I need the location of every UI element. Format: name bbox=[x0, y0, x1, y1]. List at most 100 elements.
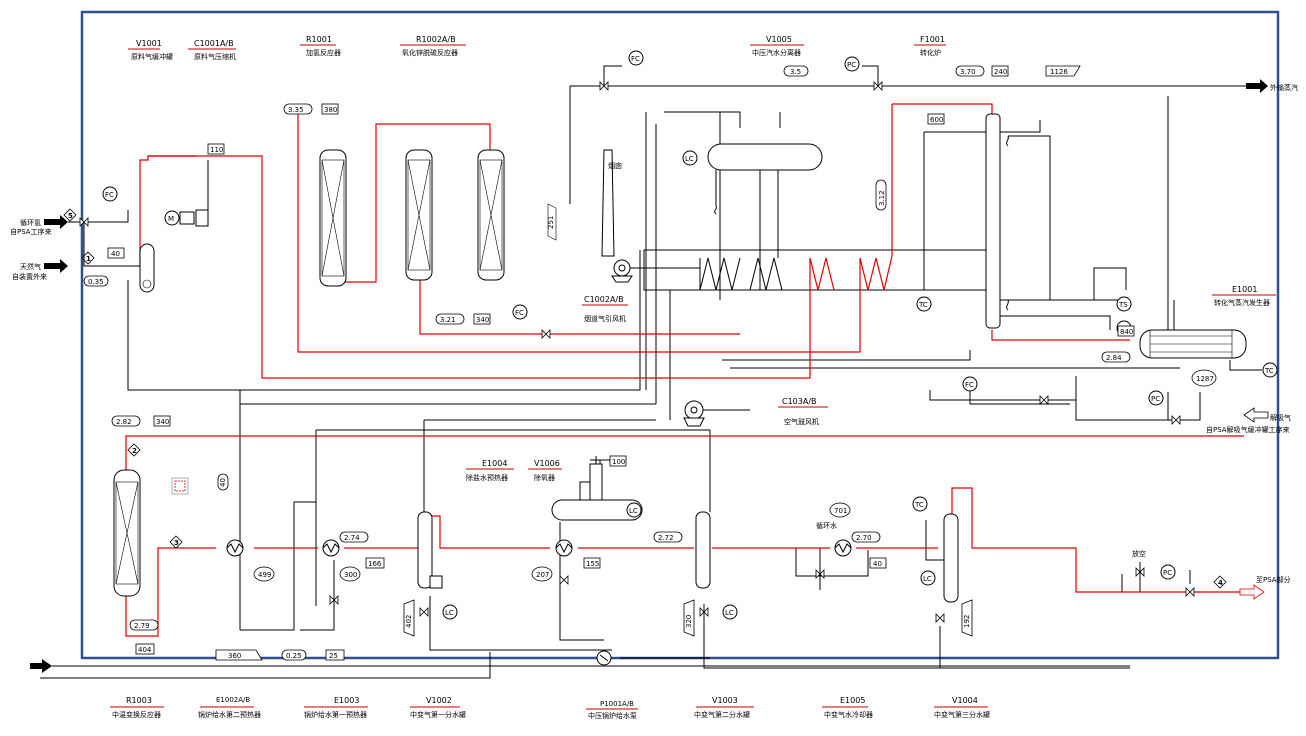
svg-text:外输蒸汽: 外输蒸汽 bbox=[1270, 83, 1298, 92]
lc-bubble-2: LC bbox=[626, 502, 642, 518]
svg-text:3: 3 bbox=[174, 539, 179, 547]
svg-text:TC: TC bbox=[1264, 367, 1274, 375]
svg-text:原料气缓冲罐: 原料气缓冲罐 bbox=[131, 52, 173, 61]
lc-bubble-5: LC bbox=[920, 570, 936, 586]
svg-text:340: 340 bbox=[476, 316, 489, 324]
c103-blower bbox=[683, 400, 750, 427]
stream-number-2 bbox=[127, 443, 141, 457]
svg-text:0.25: 0.25 bbox=[286, 652, 302, 660]
svg-text:FC: FC bbox=[965, 381, 974, 389]
svg-text:5: 5 bbox=[68, 212, 73, 220]
svg-text:380: 380 bbox=[324, 106, 337, 114]
stream-number-5 bbox=[63, 208, 77, 222]
svg-text:E1001: E1001 bbox=[1232, 285, 1257, 294]
svg-text:PC: PC bbox=[1163, 569, 1172, 577]
svg-text:烟囱: 烟囱 bbox=[608, 161, 622, 170]
svg-text:701: 701 bbox=[834, 507, 847, 515]
svg-text:TC: TC bbox=[918, 301, 928, 309]
f1001-reformer bbox=[985, 113, 1009, 329]
svg-text:1: 1 bbox=[86, 255, 91, 263]
fc-bubble-1: FC bbox=[102, 186, 118, 202]
svg-text:2.79: 2.79 bbox=[134, 622, 150, 630]
svg-text:40: 40 bbox=[219, 478, 227, 487]
v1006-deaerator bbox=[551, 456, 643, 521]
svg-text:207: 207 bbox=[536, 571, 549, 579]
svg-text:0.35: 0.35 bbox=[88, 278, 104, 286]
v1003-drum bbox=[695, 511, 711, 589]
bottom-feed-arrow bbox=[30, 659, 600, 673]
svg-text:V1002: V1002 bbox=[426, 696, 452, 705]
svg-text:300: 300 bbox=[344, 571, 357, 579]
svg-text:FC: FC bbox=[105, 191, 114, 199]
svg-text:LC: LC bbox=[445, 609, 454, 617]
svg-text:166: 166 bbox=[368, 560, 382, 568]
svg-text:加氢反应器: 加氢反应器 bbox=[306, 48, 341, 57]
svg-text:原料气压缩机: 原料气压缩机 bbox=[194, 52, 236, 61]
label-c1002: C1002A/B 烟道气引风机 bbox=[582, 295, 628, 323]
svg-text:40: 40 bbox=[111, 250, 120, 258]
c1002-fan bbox=[611, 259, 700, 283]
r1002b-reactor bbox=[477, 149, 505, 281]
svg-text:251: 251 bbox=[547, 216, 555, 229]
fc-bubble-4: FC bbox=[962, 376, 978, 392]
header-label-f1001: F1001 转化炉 bbox=[914, 35, 946, 57]
outlet-export-steam: 外输蒸汽 bbox=[1246, 79, 1298, 93]
header-label-r1001: R1001 加氢反应器 bbox=[300, 35, 341, 57]
svg-text:2.74: 2.74 bbox=[344, 534, 360, 542]
svg-text:V1001: V1001 bbox=[136, 39, 162, 48]
svg-text:PC: PC bbox=[847, 61, 856, 69]
svg-text:PC: PC bbox=[1151, 395, 1160, 403]
label-v1006: V1006 除氧器 bbox=[528, 459, 562, 482]
svg-text:3.70: 3.70 bbox=[960, 68, 976, 76]
svg-text:F1001: F1001 bbox=[920, 35, 945, 44]
stack: 烟囱 bbox=[601, 149, 622, 257]
svg-text:除氧器: 除氧器 bbox=[534, 473, 555, 482]
svg-text:E1003: E1003 bbox=[334, 696, 359, 705]
svg-text:中压锅炉给水泵: 中压锅炉给水泵 bbox=[588, 711, 637, 720]
lc-bubble-3: LC bbox=[442, 604, 458, 620]
e1001-exchanger bbox=[1139, 329, 1247, 359]
furnace-coils bbox=[699, 255, 893, 291]
svg-text:V1005: V1005 bbox=[766, 35, 792, 44]
svg-text:中变气第一分水罐: 中变气第一分水罐 bbox=[410, 710, 466, 719]
value-tags: 3.35 380 110 40 0.35 3.21 340 3.5 3.70 2… bbox=[83, 65, 1217, 661]
svg-text:自PSA解吸气缓冲罐工序来: 自PSA解吸气缓冲罐工序来 bbox=[1206, 425, 1290, 434]
fc-bubble-2: FC bbox=[628, 50, 644, 66]
selection-handle-icon[interactable] bbox=[171, 477, 189, 495]
e1005-exchanger: 循环水 bbox=[816, 521, 852, 557]
svg-text:V1003: V1003 bbox=[712, 696, 738, 705]
header-label-c1001: C1001A/B 原料气压缩机 bbox=[188, 39, 236, 61]
header-label-v1001: V1001 原料气缓冲罐 bbox=[128, 39, 173, 61]
svg-text:155: 155 bbox=[586, 560, 599, 568]
c1001-compressor: M bbox=[164, 160, 209, 227]
header-label-r1002: R1002A/B 氧化锌脱硫反应器 bbox=[400, 35, 466, 57]
svg-text:402: 402 bbox=[405, 615, 413, 628]
svg-text:V1004: V1004 bbox=[952, 696, 978, 705]
stream-number-4 bbox=[1213, 575, 1227, 589]
svg-text:循环水: 循环水 bbox=[816, 521, 837, 530]
label-e1004: E1004 除盐水预热器 bbox=[466, 459, 514, 482]
svg-text:LC: LC bbox=[725, 609, 734, 617]
svg-text:40: 40 bbox=[873, 560, 882, 568]
svg-text:3.12: 3.12 bbox=[878, 190, 886, 206]
svg-text:3.5: 3.5 bbox=[790, 68, 801, 76]
svg-text:3.35: 3.35 bbox=[288, 106, 304, 114]
svg-text:解吸气: 解吸气 bbox=[1270, 413, 1291, 422]
svg-text:499: 499 bbox=[258, 571, 271, 579]
e1003-exchanger bbox=[322, 539, 340, 557]
svg-text:C103A/B: C103A/B bbox=[782, 397, 817, 406]
process-lines bbox=[40, 65, 1262, 679]
svg-text:中变气第三分水罐: 中变气第三分水罐 bbox=[934, 710, 990, 719]
r1003-reactor bbox=[113, 469, 141, 597]
svg-text:空气鼓风机: 空气鼓风机 bbox=[784, 417, 819, 426]
label-e1001: E1001 转化气蒸汽发生器 bbox=[1212, 285, 1276, 307]
r1001-reactor bbox=[319, 149, 347, 287]
svg-text:110: 110 bbox=[210, 146, 223, 154]
bottom-label-v1002: V1002 中变气第一分水罐 bbox=[410, 696, 466, 719]
svg-text:1126: 1126 bbox=[1050, 68, 1068, 76]
svg-text:自PSA工序来: 自PSA工序来 bbox=[10, 227, 52, 236]
inlet-offgas: 解吸气 自PSA解吸气缓冲罐工序来 bbox=[1206, 407, 1291, 434]
svg-text:E1004: E1004 bbox=[482, 459, 507, 468]
svg-text:中温变换反应器: 中温变换反应器 bbox=[112, 710, 161, 719]
